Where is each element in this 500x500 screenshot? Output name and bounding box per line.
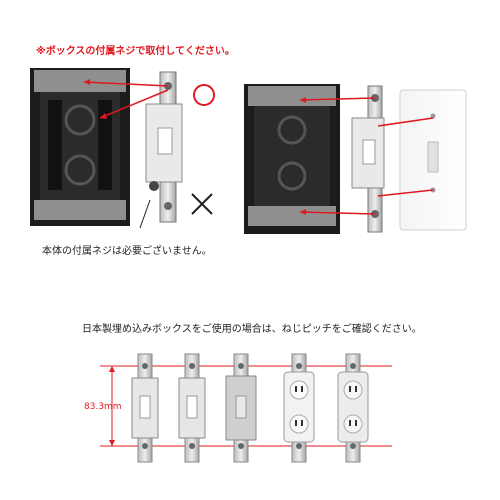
- junction-box-left: [30, 68, 130, 226]
- ok-circle-mark: [193, 84, 215, 106]
- screw-arrow-left-mid: [99, 89, 169, 119]
- arrowhead-left-top: [84, 79, 90, 85]
- top-instruction-text: ※ボックスの付属ネジで取付してください。: [36, 46, 235, 57]
- assembly-arrowheads-right: [300, 97, 306, 215]
- right-box-assembly: [244, 84, 467, 234]
- toggle-switch-2: [178, 353, 206, 463]
- leader-line-screw: [139, 199, 151, 229]
- pitch-check-text: 日本製埋め込みボックスをご使用の場合は、ねじピッチをご確認ください。: [82, 324, 422, 335]
- pitch-measure-label: 83.3mm: [84, 402, 122, 412]
- pitch-comparison: [100, 353, 392, 463]
- screw-arrow-left-top: [83, 81, 169, 87]
- toggle-switch-1: [131, 353, 159, 463]
- left-box-assembly: [30, 68, 215, 229]
- duplex-outlet-2: [337, 353, 369, 463]
- arrowhead-left-mid: [100, 113, 107, 119]
- screw-not-needed-text: 本体の付属ネジは必要ございません。: [42, 246, 212, 257]
- duplex-outlet-1: [283, 353, 315, 463]
- switch-yoke-right: [351, 85, 385, 233]
- junction-box-right: [244, 84, 340, 234]
- switch-yoke-left: [145, 71, 183, 223]
- ng-cross-mark: [191, 193, 213, 215]
- assembly-arrows-right: [299, 97, 434, 215]
- cover-plate: [399, 89, 467, 231]
- toggle-switch-3: [225, 353, 257, 463]
